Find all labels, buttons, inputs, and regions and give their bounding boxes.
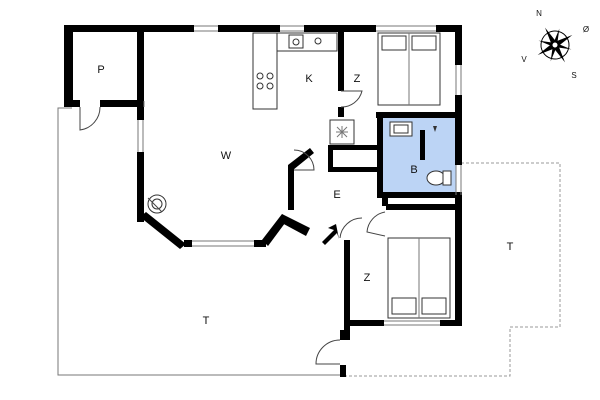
compass-n: N [536,9,542,18]
fireplace [147,194,167,214]
kitchen-fixtures [252,32,338,110]
room-label-b: B [410,164,417,176]
entrance-arrow-icon [322,224,339,245]
walls [64,25,462,377]
compass-o: Ø [583,25,589,34]
room-label-t-right: T [507,241,514,253]
room-label-p: P [97,64,104,76]
compass-rose-icon [537,27,573,63]
windows [137,25,462,326]
compass-v: V [521,55,527,64]
bathroom-fixtures [389,121,452,186]
terrace-outlines [57,107,561,377]
room-label-z-upper: Z [354,73,361,85]
utility-closet [329,119,355,145]
room-label-z-lower: Z [364,272,371,284]
upper-bed [377,32,441,106]
room-label-w: W [221,150,232,162]
doors [79,90,386,365]
room-label-t-main: T [203,315,210,327]
room-label-e: E [333,189,340,201]
compass-s: S [571,71,576,80]
room-label-k: K [305,73,313,85]
lower-bed [387,237,451,319]
